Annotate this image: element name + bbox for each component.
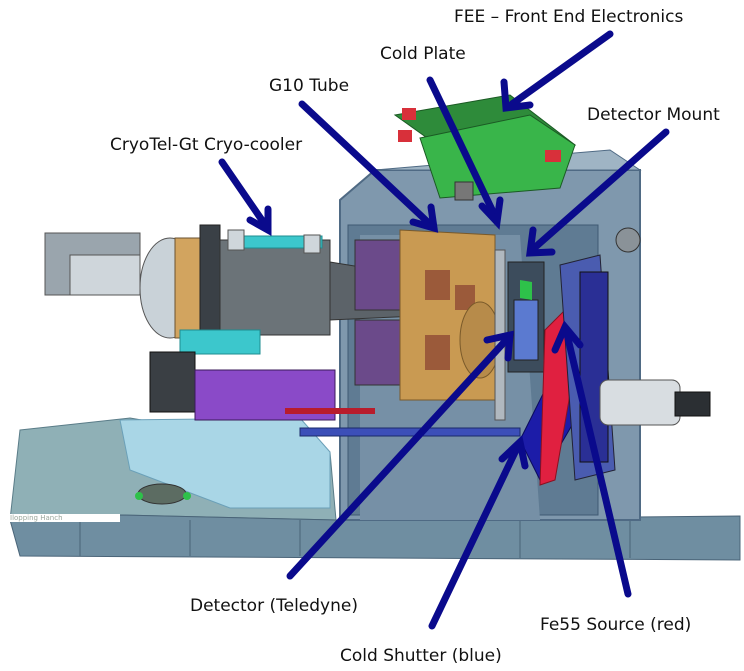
cryocooler (44, 224, 441, 355)
arrow-detector-mount (525, 128, 670, 257)
flange-lower (354, 319, 401, 386)
label-cold-shutter: Cold Shutter (blue) (340, 646, 502, 666)
label-fe55-source: Fe55 Source (red) (540, 615, 692, 635)
flange-upper (354, 239, 406, 311)
shutter-actuator (149, 351, 521, 437)
mount-foot (137, 483, 187, 505)
callout-arrows (218, 30, 670, 630)
arrow-detector (286, 330, 514, 580)
label-detector: Detector (Teledyne) (190, 596, 358, 616)
label-detector-mount: Detector Mount (587, 105, 720, 125)
label-fee: FEE – Front End Electronics (454, 7, 684, 27)
arrow-cold-shutter (428, 435, 529, 630)
label-g10-tube: G10 Tube (269, 76, 350, 96)
mount-screw (183, 492, 191, 500)
watermark: Ilopping Hanch (10, 514, 63, 522)
detector-mount (507, 261, 545, 373)
cold-plate-assembly (399, 229, 506, 421)
label-cold-plate: Cold Plate (380, 44, 466, 64)
arrow-g10-tube (298, 100, 439, 233)
window-flange (559, 227, 711, 481)
arrow-fe55-source (551, 320, 632, 598)
arrow-cold-plate (426, 76, 504, 230)
label-cryocooler: CryoTel-Gt Cryo-cooler (110, 135, 303, 155)
arrow-cryocooler (218, 158, 272, 236)
mount-screw (135, 492, 143, 500)
arrow-fee (500, 30, 614, 112)
